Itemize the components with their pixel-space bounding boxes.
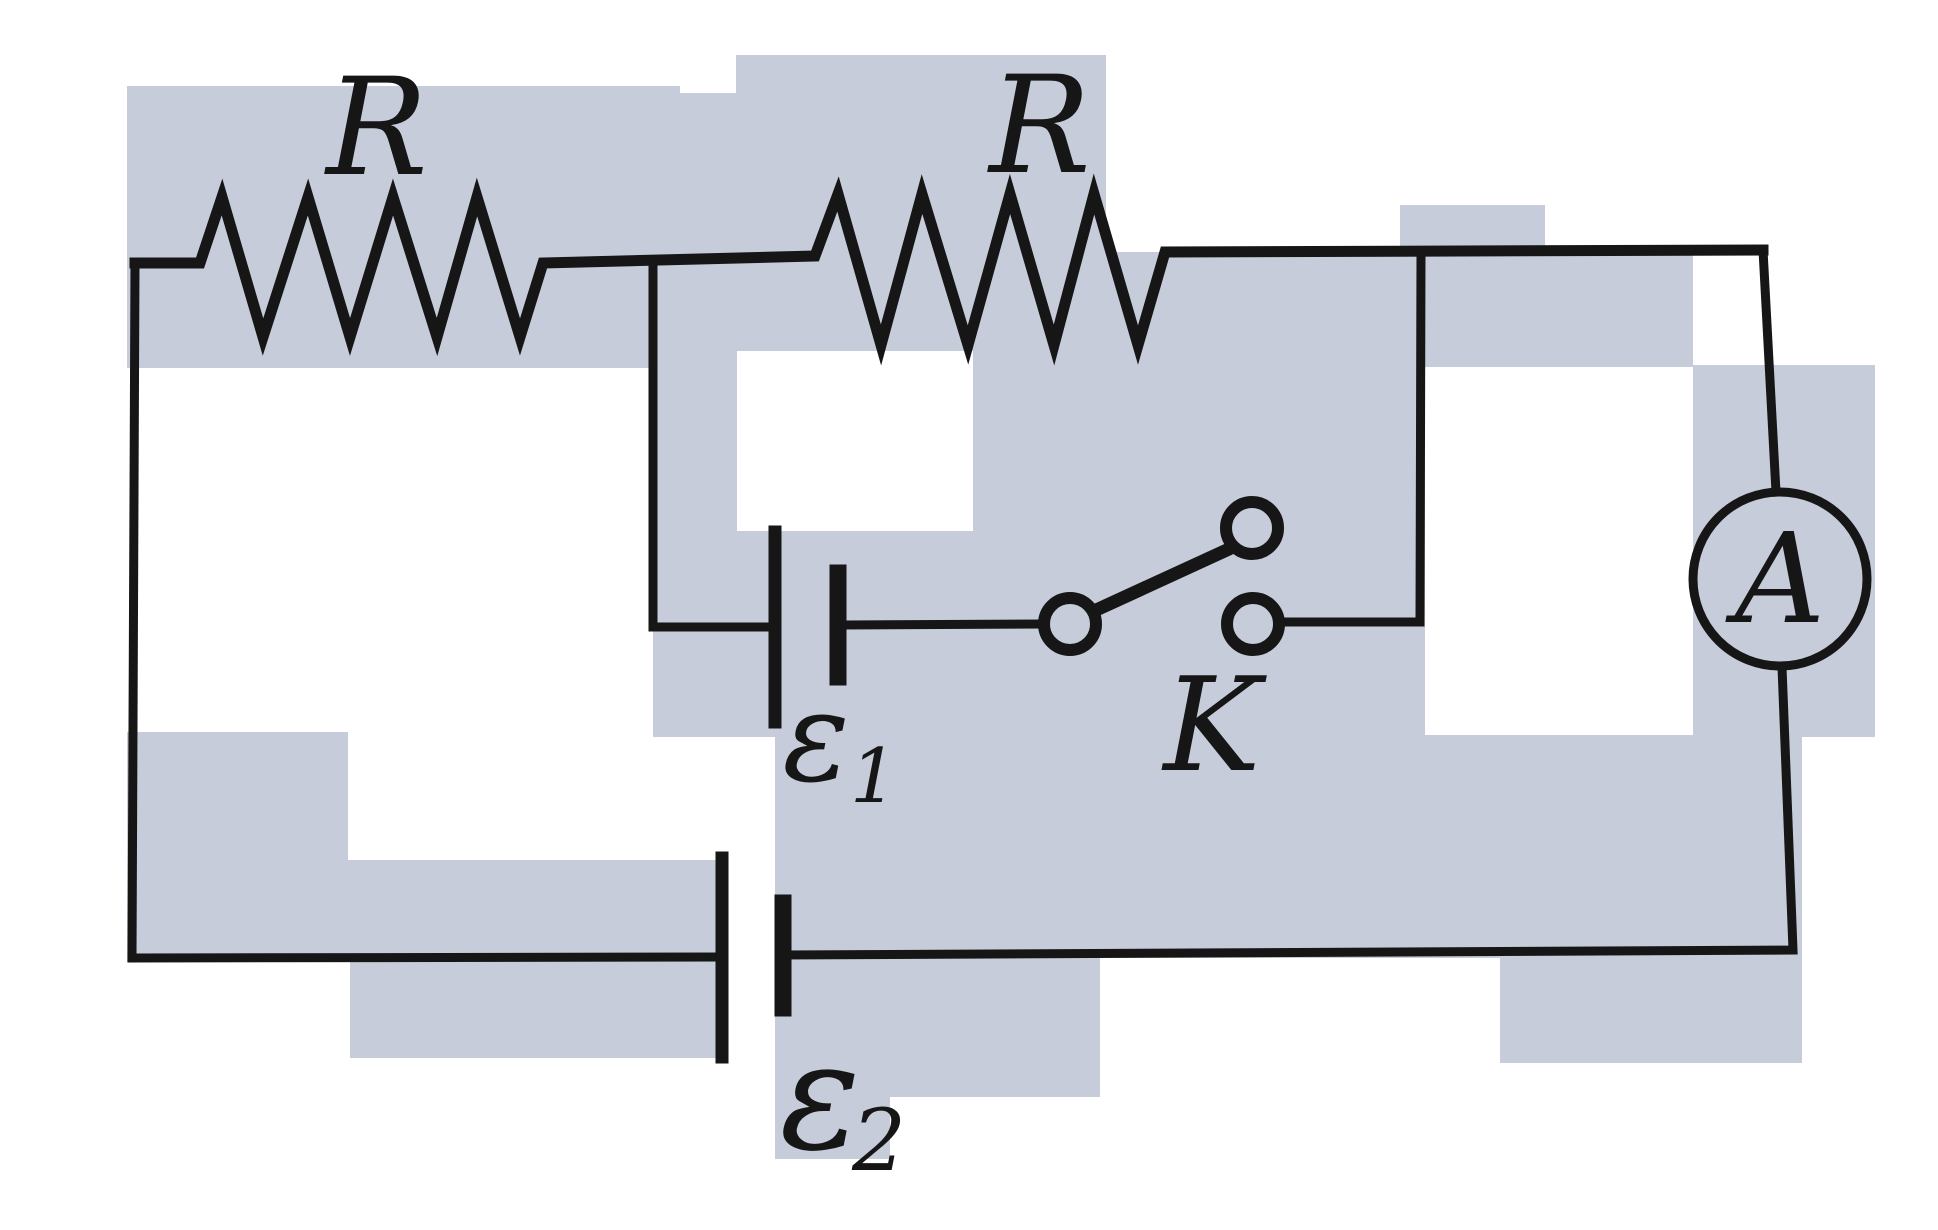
highlight-block [1400, 255, 1693, 367]
emf2-subscript: 2 [851, 1092, 906, 1191]
highlight-block [775, 1097, 890, 1159]
wire-left-and-bottom [127, 258, 727, 963]
highlight-block [1097, 735, 1802, 958]
switch-open-terminal-icon [1220, 496, 1284, 560]
switch-lever-icon [1087, 542, 1236, 618]
battery-emf1: ε 1 [768, 525, 898, 820]
ammeter: A [1688, 487, 1872, 671]
highlight-block [1500, 950, 1802, 1063]
highlight-gap [653, 737, 775, 827]
battery-emf2: ε 2 [715, 851, 906, 1191]
wire-junction-left-drop [648, 259, 773, 632]
emf1-subscript: 1 [850, 732, 898, 820]
emf1-label: ε [782, 665, 849, 810]
highlight-gap [737, 351, 973, 531]
highlight-block [350, 958, 722, 1058]
switch-pivot-terminal-icon [1038, 592, 1102, 656]
switch-label: K [1161, 649, 1267, 801]
wire-emf1-to-switch [841, 619, 1049, 630]
switch-closed-terminal-icon [1221, 592, 1285, 656]
resistor-left-label: R [323, 49, 428, 206]
wire-bottom-right-rail [778, 662, 1798, 960]
wire-top-right-drop [1758, 245, 1781, 497]
emf2-label: ε [780, 1010, 861, 1184]
resistor-right-label: R [986, 47, 1091, 204]
switch-K: K [1038, 496, 1285, 801]
ammeter-dial-icon [1688, 487, 1872, 671]
highlight-block [127, 860, 722, 960]
wire-top-with-resistors [129, 173, 1769, 366]
ammeter-label: A [1725, 507, 1825, 652]
wire-switch-to-top [1274, 247, 1426, 627]
wires [127, 173, 1798, 963]
highlight-block [653, 93, 737, 353]
